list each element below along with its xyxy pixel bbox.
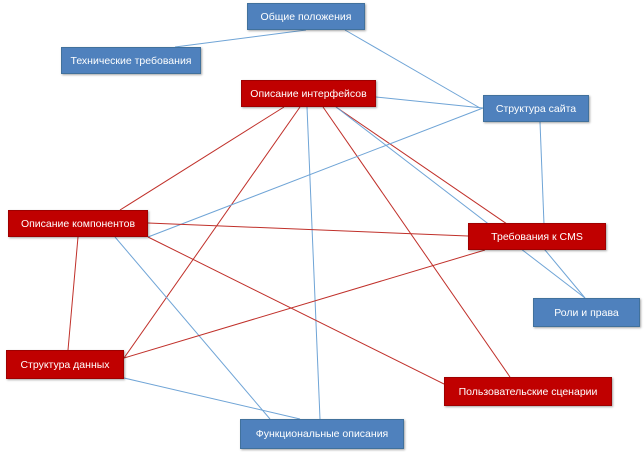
node-technical-requirements[interactable]: Технические требования (61, 47, 201, 74)
link-general-to-site-structure (344, 29, 481, 109)
node-interface-description[interactable]: Описание интерфейсов (241, 80, 376, 107)
link-components-to-data-structure (67, 236, 79, 351)
node-label: Описание интерфейсов (250, 87, 367, 100)
link-components-to-user-scenarios (147, 236, 445, 385)
node-general-provisions[interactable]: Общие положения (247, 3, 365, 30)
node-cms-requirements[interactable]: Требования к CMS (468, 223, 606, 250)
node-label: Требования к CMS (491, 230, 583, 243)
link-components-to-cms-req (147, 222, 469, 237)
node-label: Структура сайта (495, 102, 577, 115)
link-site-structure-to-components (147, 107, 484, 238)
link-components-to-functional (114, 236, 271, 420)
node-functional-descriptions[interactable]: Функциональные описания (240, 419, 404, 449)
link-data-structure-to-functional (123, 377, 301, 420)
link-interfaces-to-roles (335, 106, 586, 299)
node-roles-and-rights[interactable]: Роли и права (533, 298, 640, 327)
node-label: Роли и права (554, 306, 619, 319)
link-cms-req-to-data-structure (123, 249, 486, 359)
node-label: Функциональные описания (255, 428, 389, 440)
link-interfaces-to-site-structure (375, 96, 484, 109)
link-interfaces-to-user-scenarios (322, 106, 511, 378)
node-label: Структура данных (20, 358, 110, 371)
link-interfaces-to-data-structure (123, 106, 301, 359)
link-general-to-tech-req (174, 29, 307, 48)
link-interfaces-to-functional (306, 106, 321, 420)
node-label: Общие положения (260, 10, 352, 23)
node-label: Описание компонентов (20, 217, 136, 230)
link-interfaces-to-components (119, 106, 285, 211)
node-label: Пользовательские сценарии (458, 385, 598, 398)
node-user-scenarios[interactable]: Пользовательские сценарии (444, 377, 612, 406)
node-site-structure[interactable]: Структура сайта (483, 95, 589, 122)
node-label: Технические требования (70, 54, 192, 67)
node-data-structure[interactable]: Структура данных (6, 350, 124, 379)
link-cms-req-to-roles (544, 249, 586, 299)
node-components-description[interactable]: Описание компонентов (8, 210, 148, 237)
